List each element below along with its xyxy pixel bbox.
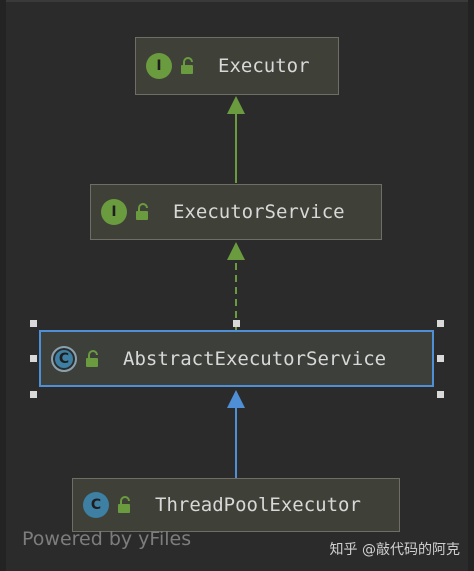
- node-executor[interactable]: I Executor: [135, 37, 339, 95]
- yfiles-watermark: Powered by yFiles: [22, 528, 192, 550]
- resize-handle-top-left[interactable]: [30, 320, 37, 327]
- resize-handle-middle-left[interactable]: [30, 355, 37, 362]
- node-label: AbstractExecutorService: [123, 347, 387, 370]
- class-icon: C: [83, 492, 109, 518]
- arrowhead-blue: [227, 390, 245, 408]
- zhihu-watermark: 知乎 @敲代码的阿克: [329, 542, 460, 558]
- arrowhead-green: [227, 242, 245, 260]
- abstract-class-icon: C: [51, 345, 77, 372]
- edge-threadpoolexecutor-abstractexecutorservice: [227, 390, 245, 478]
- resize-handle-bottom-left[interactable]: [30, 391, 37, 398]
- node-executor-service[interactable]: I ExecutorService: [90, 184, 382, 240]
- node-abstract-executor-service[interactable]: C AbstractExecutorService: [39, 330, 434, 387]
- resize-handle-top-center[interactable]: [233, 320, 240, 327]
- unlocked-icon: [86, 349, 98, 367]
- window-left-border: [0, 0, 6, 571]
- node-label: Executor: [218, 55, 310, 77]
- interface-icon: I: [146, 53, 172, 79]
- resize-handle-middle-right[interactable]: [437, 355, 444, 362]
- window-right-border: [468, 0, 474, 571]
- resize-handle-top-right[interactable]: [437, 320, 444, 327]
- node-label: ThreadPoolExecutor: [155, 494, 361, 516]
- edge-abstractexecutorservice-executorservice: [227, 242, 245, 330]
- unlocked-icon: [136, 203, 148, 220]
- node-thread-pool-executor[interactable]: C ThreadPoolExecutor: [72, 478, 400, 532]
- window-top-border: [0, 0, 474, 2]
- resize-handle-bottom-right[interactable]: [437, 391, 444, 398]
- interface-icon: I: [101, 199, 127, 225]
- arrowhead-green: [227, 96, 245, 114]
- node-label: ExecutorService: [173, 201, 345, 223]
- edge-executorservice-executor: [227, 96, 245, 183]
- unlocked-icon: [118, 496, 130, 513]
- unlocked-icon: [181, 57, 193, 74]
